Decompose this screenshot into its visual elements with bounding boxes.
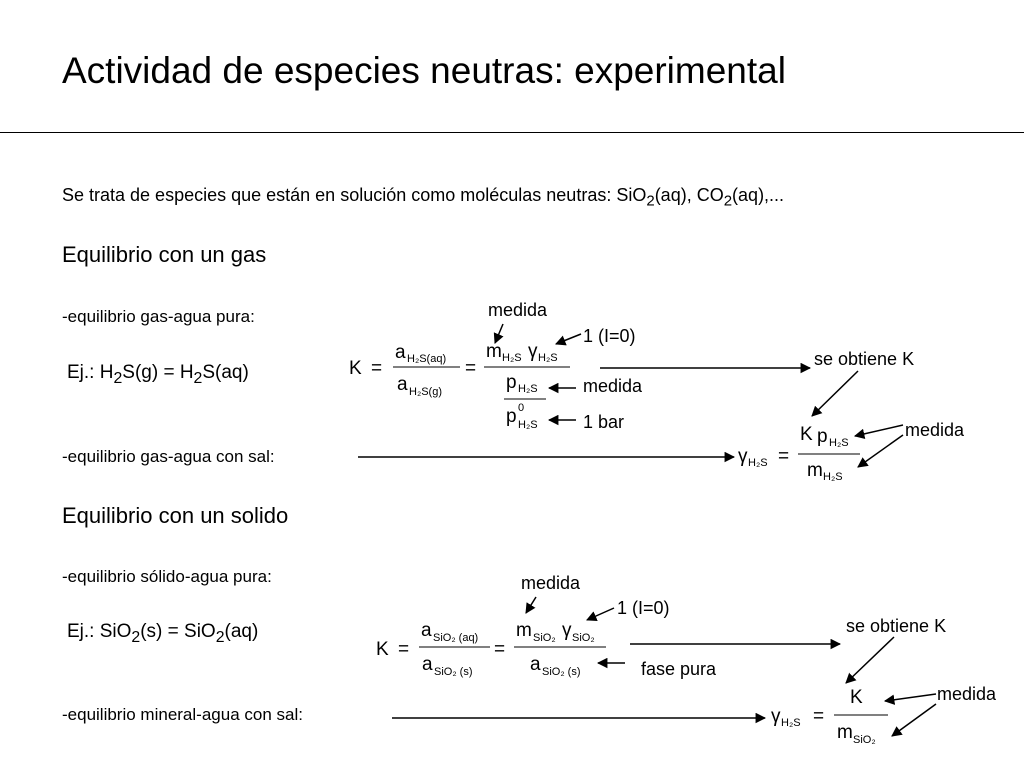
sub-h2s: H₂S: [748, 457, 768, 469]
gas-measured-right: medida: [905, 420, 965, 440]
k-symbol: K: [376, 639, 389, 660]
equals-sign: =: [494, 639, 505, 660]
pressure-symbol: p: [506, 406, 517, 427]
solid-measured-right: medida: [937, 684, 997, 704]
gamma-symbol: γ: [771, 706, 781, 727]
intro-part: (aq),...: [732, 185, 785, 205]
gas-salt-label: -equilibrio gas-agua con sal:: [62, 447, 275, 466]
gas-measured-top: medida: [488, 300, 548, 320]
arrow-measured: [857, 434, 904, 468]
arrow-one: [555, 333, 582, 346]
arrow-measured: [891, 703, 937, 737]
activity-symbol: a: [421, 620, 432, 641]
ex-part: Ej.: H: [67, 362, 114, 383]
solid-heading: Equilibrio con un solido: [62, 503, 289, 528]
equals-sign: =: [778, 446, 789, 467]
solid-example: Ej.: SiO2(s) = SiO2(aq): [67, 621, 258, 647]
sub-sio2-s: SiO₂ (s): [434, 666, 473, 678]
gamma-symbol: γ: [528, 341, 538, 362]
activity-symbol: a: [395, 342, 406, 363]
page-title: Actividad de especies neutras: experimen…: [62, 50, 786, 91]
k-symbol: K: [800, 424, 813, 445]
sub-sio2: SiO₂: [572, 632, 595, 644]
gas-obtain-k: se obtiene K: [814, 349, 915, 369]
equals-sign: =: [371, 358, 382, 379]
pressure-symbol: p: [817, 426, 828, 447]
molality-symbol: m: [807, 460, 823, 481]
equals-sign: =: [465, 358, 476, 379]
k-symbol: K: [850, 687, 863, 708]
solid-pure-phase: fase pura: [641, 659, 717, 679]
equals-sign: =: [398, 639, 409, 660]
arrow-measured: [525, 596, 537, 614]
sub-h2s: H₂S: [829, 437, 849, 449]
arrow-one: [586, 607, 615, 621]
gas-pure-label: -equilibrio gas-agua pura:: [62, 307, 255, 326]
gas-k-equation: K = a H₂S(aq) a H₂S(g) = m H₂S γ H₂S p H…: [349, 341, 570, 431]
arrow-measured: [493, 323, 504, 344]
ex-part: Ej.: SiO: [67, 621, 132, 642]
arrow-k-down: [811, 370, 859, 417]
solid-gamma-equation: γ H₂S = K m SiO₂: [771, 687, 888, 746]
ex-sub: 2: [215, 628, 225, 646]
solid-pure-label: -equilibrio sólido-agua pura:: [62, 567, 272, 586]
arrow-measured: [883, 693, 937, 705]
gamma-symbol: γ: [738, 446, 748, 467]
sub-h2s: H₂S: [502, 352, 522, 364]
title-divider: [0, 132, 1024, 133]
activity-symbol: a: [422, 654, 433, 675]
solid-salt-label: -equilibrio mineral-agua con sal:: [62, 705, 303, 724]
ex-part: (aq): [224, 621, 259, 642]
sub-h2s: H₂S: [538, 352, 558, 364]
solid-measured-top: medida: [521, 573, 581, 593]
intro-text: Se trata de especies que están en soluci…: [62, 185, 784, 210]
sub-h2s-g: H₂S(g): [409, 386, 442, 398]
gas-one-bar: 1 bar: [583, 412, 625, 432]
molality-symbol: m: [516, 620, 532, 641]
sub-sio2-aq: SiO₂ (aq): [433, 632, 478, 644]
solid-k-equation: K = a SiO₂ (aq) a SiO₂ (s) = m SiO₂ γ Si…: [376, 620, 606, 678]
ex-part: S(aq): [202, 362, 249, 383]
sub-h2s: H₂S: [781, 717, 801, 729]
ex-sub: 2: [113, 369, 123, 387]
sub-sio2-s: SiO₂ (s): [542, 666, 581, 678]
gas-gamma-equation: γ H₂S = K p H₂S m H₂S: [738, 424, 860, 483]
intro-part: Se trata de especies que están en soluci…: [62, 185, 647, 205]
sub-h2s: H₂S: [823, 471, 843, 483]
intro-part: (aq), CO: [654, 185, 724, 205]
molality-symbol: m: [837, 722, 853, 743]
gamma-symbol: γ: [562, 620, 572, 641]
sub-sio2: SiO₂: [853, 734, 876, 746]
gas-measured-mid: medida: [583, 376, 643, 396]
molality-symbol: m: [486, 341, 502, 362]
ex-part: S(g) = H: [122, 362, 194, 383]
ex-part: (s) = SiO: [140, 621, 216, 642]
sub-h2s-aq: H₂S(aq): [407, 353, 446, 365]
ex-sub: 2: [193, 369, 203, 387]
ex-sub: 2: [131, 628, 141, 646]
solid-one-ionic: 1 (I=0): [617, 598, 670, 618]
sup-zero: 0: [518, 402, 524, 414]
arrow-k-down: [845, 636, 895, 684]
sub-sio2: SiO₂: [533, 632, 556, 644]
intro-sub: 2: [723, 192, 733, 210]
activity-symbol: a: [397, 374, 408, 395]
equals-sign: =: [813, 706, 824, 727]
intro-sub: 2: [646, 192, 655, 210]
activity-symbol: a: [530, 654, 541, 675]
gas-heading: Equilibrio con un gas: [62, 242, 267, 267]
pressure-symbol: p: [506, 372, 517, 393]
gas-one-ionic: 1 (I=0): [583, 326, 636, 346]
solid-obtain-k: se obtiene K: [846, 616, 947, 636]
arrow-measured: [853, 424, 904, 440]
sub-h2s: H₂S: [518, 383, 538, 395]
k-symbol: K: [349, 358, 362, 379]
gas-example: Ej.: H2S(g) = H2S(aq): [67, 362, 249, 388]
sub-h2s: H₂S: [518, 419, 538, 431]
